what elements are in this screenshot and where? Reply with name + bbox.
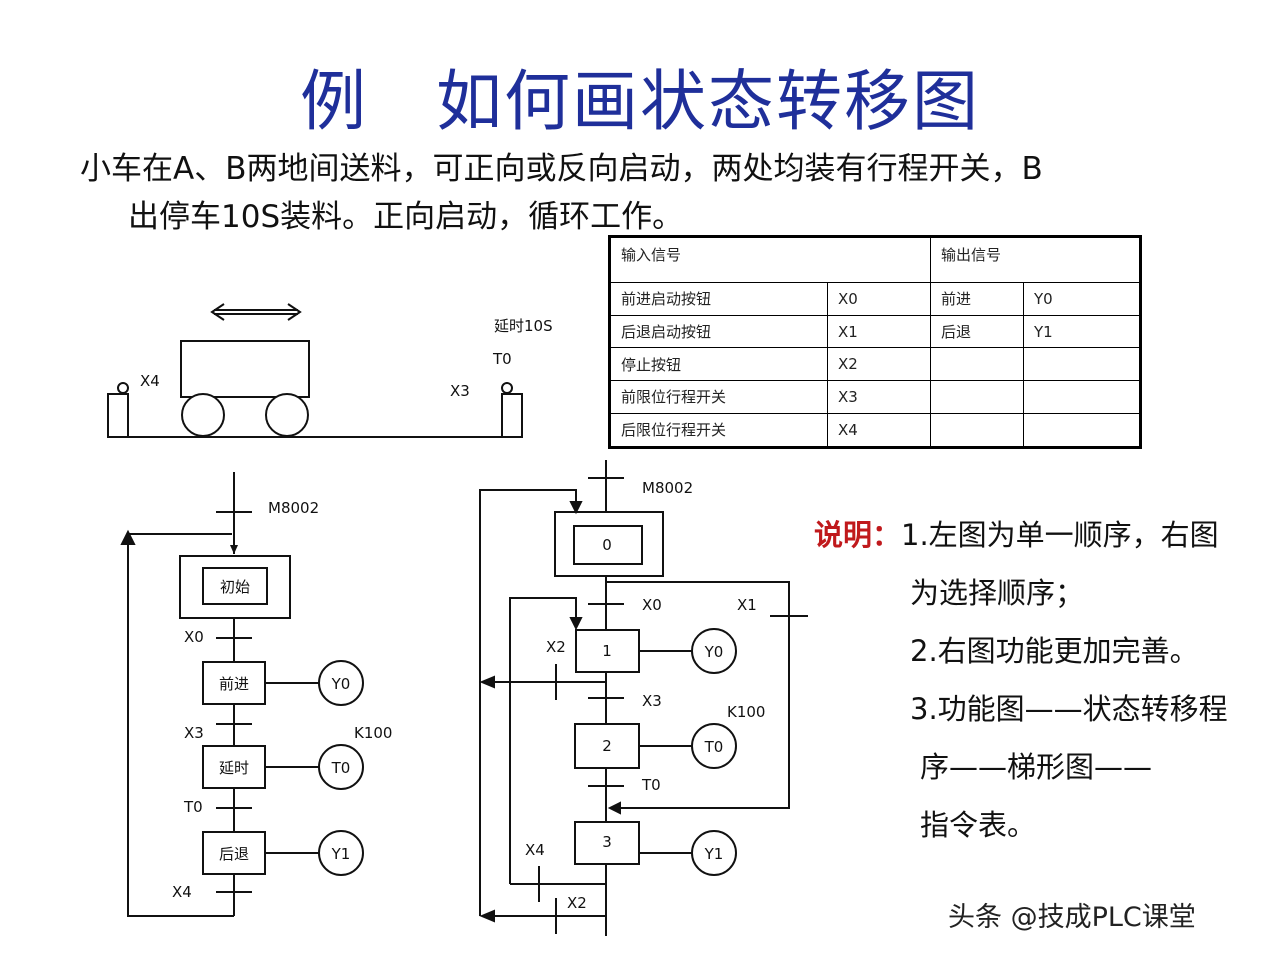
cart-wheel-left <box>181 393 225 437</box>
problem-description: 小车在A、B两地间送料，可正向或反向启动，两处均装有行程开关，B 出停车10S装… <box>80 145 1220 241</box>
left-step-label: 延时 <box>219 759 249 777</box>
cart-label-x4: X4 <box>140 372 160 390</box>
right-timer-preset: K100 <box>727 703 765 721</box>
right-output-label: Y0 <box>704 643 724 661</box>
arrow-icon <box>569 501 583 515</box>
watermark: 头条 @技成PLC课堂 <box>948 902 1196 933</box>
note-item-3b: 序——梯形图—— <box>920 750 1153 784</box>
left-transition-label: X0 <box>184 628 204 646</box>
output-coil-y0 <box>691 628 737 674</box>
note-item-1b: 为选择顺序； <box>910 576 1085 610</box>
left-output-label: T0 <box>331 759 351 777</box>
right-output-label: T0 <box>704 738 724 756</box>
table-row: 后退启动按钮 X1 后退 Y1 <box>609 314 1141 349</box>
arrow-icon <box>569 617 583 631</box>
right-step-label: 0 <box>602 536 612 554</box>
output-name-cell <box>930 347 1024 382</box>
input-name-cell: 停止按钮 <box>609 347 828 382</box>
input-addr-cell: X2 <box>827 347 931 382</box>
right-transition-label: X2 <box>567 894 587 912</box>
return-line-to-1 <box>509 597 577 884</box>
table-row: 前进启动按钮 X0 前进 Y0 <box>609 282 1141 316</box>
branch-line-x1 <box>606 581 790 809</box>
output-addr-cell <box>1023 380 1141 414</box>
direction-arrow-icon <box>210 303 302 321</box>
input-name-cell: 后限位行程开关 <box>609 412 828 449</box>
left-timer-preset: K100 <box>354 724 392 742</box>
right-transition-label: X4 <box>525 841 545 859</box>
right-transition-label: T0 <box>641 776 661 794</box>
left-step-label: 前进 <box>219 675 249 693</box>
explanation-notes: 说明：1.左图为单一顺序，右图 为选择顺序； 2.右图功能更加完善。 3.功能图… <box>814 506 1274 854</box>
cart-label-x3: X3 <box>450 382 470 400</box>
output-coil-y1 <box>691 830 737 876</box>
right-sfc-chart <box>479 460 808 936</box>
output-name-cell <box>930 380 1024 414</box>
arrow-icon <box>479 675 495 689</box>
description-line-2: 出停车10S装料。正向启动，循环工作。 <box>128 199 684 235</box>
io-table-header-row: 输入信号 输出信号 <box>609 236 1141 283</box>
note-item-3a: 3.功能图——状态转移程 <box>910 692 1228 726</box>
right-step-label: 1 <box>602 642 612 660</box>
input-addr-cell: X4 <box>827 412 931 449</box>
input-name-cell: 后退启动按钮 <box>609 314 828 349</box>
left-transition-label: X3 <box>184 724 204 742</box>
left-transition-label: T0 <box>183 798 203 816</box>
cart-timer-label: T0 <box>492 350 512 368</box>
cart-body <box>180 340 310 398</box>
output-timer-t0 <box>318 744 364 790</box>
limit-switch-right-icon <box>501 382 523 438</box>
output-name-cell: 后退 <box>930 314 1024 349</box>
note-item-3c: 指令表。 <box>920 808 1037 842</box>
output-coil-y1 <box>318 830 364 876</box>
loop-back-line <box>127 533 234 917</box>
right-step-label: 3 <box>602 833 612 851</box>
left-step-label: 后退 <box>219 845 249 863</box>
arrow-icon <box>607 801 621 815</box>
note-label: 说明： <box>814 518 902 552</box>
input-addr-cell: X3 <box>827 380 931 414</box>
right-transition-label: X2 <box>546 638 566 656</box>
table-row: 停止按钮 X2 <box>609 347 1141 382</box>
return-line-to-0 <box>479 489 577 916</box>
page-title: 例 如何画状态转移图 <box>300 63 980 140</box>
left-output-label: Y1 <box>331 845 351 863</box>
right-init-signal: M8002 <box>642 479 693 497</box>
table-row: 后限位行程开关 X4 <box>609 412 1141 449</box>
right-transition-label: X1 <box>737 596 757 614</box>
initial-step-inner <box>573 525 643 565</box>
output-timer-t0 <box>691 723 737 769</box>
output-addr-cell <box>1023 412 1141 449</box>
right-output-label: Y1 <box>704 845 724 863</box>
output-signal-header: 输出信号 <box>930 236 1141 283</box>
right-transition-label: X3 <box>642 692 662 710</box>
cart-delay-label: 延时10S <box>494 317 553 335</box>
io-signal-table: 输入信号 输出信号 前进启动按钮 X0 前进 Y0 后退启动按钮 X1 后退 Y… <box>608 235 1142 449</box>
initial-step-outer <box>554 511 664 577</box>
right-transition-label: X0 <box>642 596 662 614</box>
output-addr-cell: Y0 <box>1023 282 1141 316</box>
initial-step-inner <box>202 567 268 605</box>
loop-arrow-icon <box>120 529 136 545</box>
left-output-label: Y0 <box>331 675 351 693</box>
arrow-icon <box>479 909 495 923</box>
note-item-1a: 1.左图为单一顺序，右图 <box>901 518 1219 552</box>
cart-wheel-right <box>265 393 309 437</box>
left-sfc-chart <box>120 472 364 917</box>
right-step-label: 2 <box>602 737 612 755</box>
output-coil-y0 <box>318 660 364 706</box>
limit-switch-left-icon <box>107 382 129 438</box>
cart-scene <box>107 303 523 438</box>
output-name-cell <box>930 412 1024 449</box>
left-initial-step-label: 初始 <box>220 578 250 596</box>
left-transition-label: X4 <box>172 883 192 901</box>
description-line-1: 小车在A、B两地间送料，可正向或反向启动，两处均装有行程开关，B <box>80 151 1043 187</box>
left-init-signal: M8002 <box>268 499 319 517</box>
note-item-2: 2.右图功能更加完善。 <box>910 634 1199 668</box>
